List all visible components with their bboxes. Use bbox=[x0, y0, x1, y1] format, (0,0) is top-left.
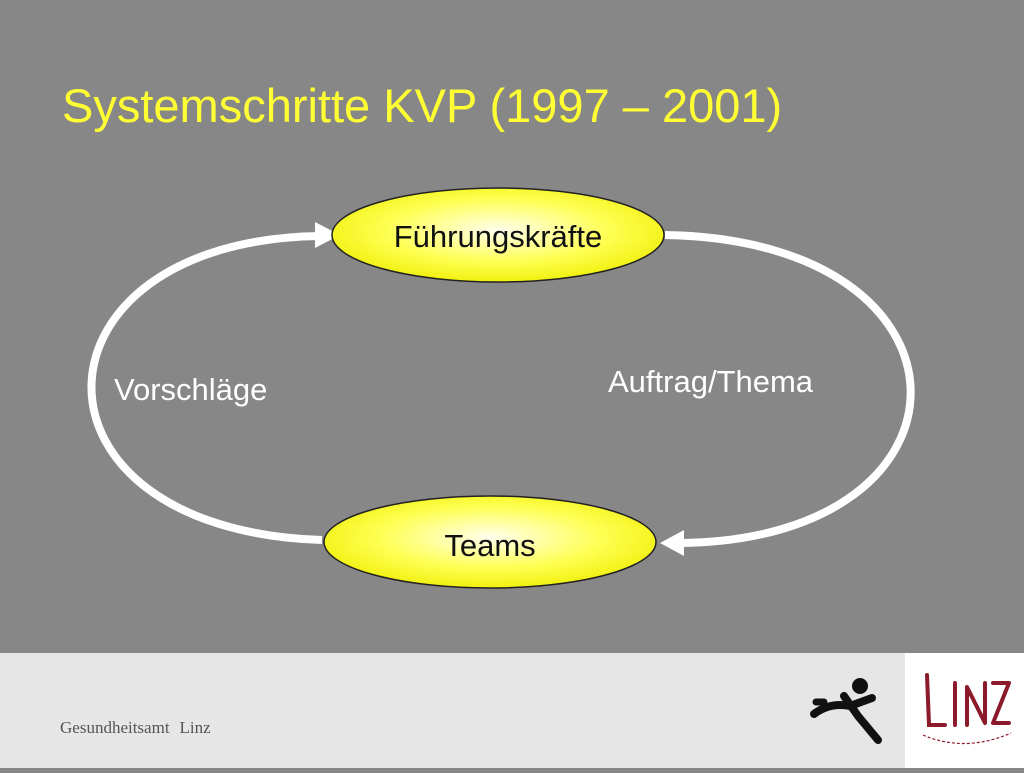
footer-city: Linz bbox=[179, 718, 211, 737]
footer-org: Gesundheitsamt bbox=[60, 718, 170, 737]
node-teams: Teams bbox=[323, 495, 657, 589]
edge-label-auftrag: Auftrag/Thema bbox=[608, 364, 814, 399]
footer-caption: Gesundheitsamt Linz bbox=[60, 718, 211, 738]
cycle-diagram: Führungskräfte Teams Auftrag/Thema Vorsc… bbox=[87, 187, 915, 589]
slide-area: Systemschritte KVP (1997 – 2001) Führung… bbox=[62, 79, 915, 589]
linz-logo-icon bbox=[922, 673, 1012, 745]
arrow-right-head bbox=[660, 530, 684, 556]
arrow-left-arc bbox=[87, 232, 323, 544]
arrow-right-arc bbox=[664, 231, 915, 547]
node-teams-label: Teams bbox=[444, 528, 535, 563]
edge-label-vorschlaege: Vorschläge bbox=[114, 372, 267, 407]
node-fuehrungskraefte-label: Führungskräfte bbox=[394, 219, 603, 254]
slide-title: Systemschritte KVP (1997 – 2001) bbox=[62, 79, 783, 132]
arrow-left-head bbox=[315, 222, 340, 248]
node-fuehrungskraefte: Führungskräfte bbox=[331, 187, 665, 283]
figure-mark-icon bbox=[810, 678, 882, 744]
linz-logo bbox=[905, 653, 1024, 768]
